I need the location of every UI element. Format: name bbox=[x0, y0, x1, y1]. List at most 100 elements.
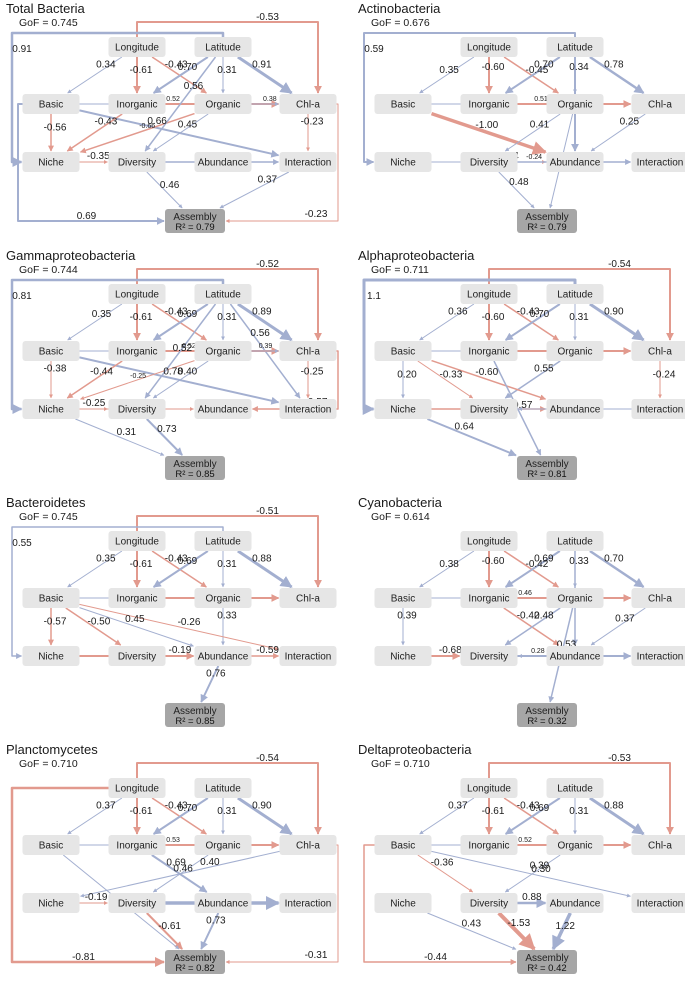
node-label: Chl-a bbox=[296, 347, 320, 358]
path-layer bbox=[10, 762, 339, 967]
path-coefficient: 0.46 bbox=[518, 590, 532, 597]
path-coefficient: -0.44 bbox=[90, 367, 113, 378]
sem-path bbox=[237, 55, 293, 95]
node-box bbox=[374, 893, 432, 913]
node-box bbox=[631, 588, 685, 608]
path-coefficient: -0.43 bbox=[95, 117, 118, 128]
node-label: Basic bbox=[391, 347, 415, 358]
path-coefficient: 0.69 bbox=[534, 553, 554, 564]
node-label: Basic bbox=[39, 347, 63, 358]
node-box bbox=[460, 284, 518, 304]
node-label: Inorganic bbox=[116, 347, 157, 358]
path-coefficient: 0.45 bbox=[178, 120, 198, 131]
path-coefficient: 0.35 bbox=[439, 65, 459, 76]
node-label: Abundance bbox=[198, 405, 249, 416]
path-coefficient: -0.23 bbox=[301, 117, 324, 128]
node-label: Interaction bbox=[637, 158, 684, 169]
path-coefficient: -0.61 bbox=[482, 806, 505, 817]
node-box bbox=[279, 835, 337, 855]
node-label: Niche bbox=[38, 899, 64, 910]
path-coefficient: -0.35 bbox=[87, 151, 110, 162]
node-label: Latitude bbox=[205, 784, 241, 795]
path-coefficient: -0.56 bbox=[44, 123, 67, 134]
node-box bbox=[165, 456, 225, 480]
node-label: Niche bbox=[38, 405, 64, 416]
path-coefficient: 0.55 bbox=[534, 364, 554, 375]
node-box bbox=[517, 950, 577, 974]
node-box bbox=[194, 37, 252, 57]
node-label: Interaction bbox=[637, 405, 684, 416]
sem-path bbox=[589, 55, 645, 95]
gof-value: GoF = 0.744 bbox=[19, 264, 78, 276]
node-label: Organic bbox=[557, 347, 592, 358]
node-label: Interaction bbox=[285, 405, 332, 416]
path-coefficient: 1.22 bbox=[555, 921, 575, 932]
path-coefficient: 0.31 bbox=[217, 312, 237, 323]
path-coefficient: -0.19 bbox=[169, 645, 192, 656]
sem-path bbox=[504, 113, 561, 152]
sem-path bbox=[66, 113, 123, 152]
node-label: Diversity bbox=[470, 158, 508, 169]
node-label: Chl-a bbox=[648, 100, 672, 111]
node-label: Organic bbox=[557, 100, 592, 111]
path-coefficient: -0.61 bbox=[130, 559, 153, 570]
path-coefficient: 0.56 bbox=[184, 81, 204, 92]
path-coefficient: 0.39 bbox=[259, 343, 273, 350]
path-coefficient: 0.89 bbox=[252, 306, 272, 317]
path-coefficient: 0.78 bbox=[163, 367, 183, 378]
node-label: Abundance bbox=[550, 158, 601, 169]
path-coefficient: -0.23 bbox=[305, 209, 328, 220]
node-label: Interaction bbox=[285, 652, 332, 663]
gof-value: GoF = 0.614 bbox=[371, 511, 430, 523]
node-box bbox=[546, 646, 604, 666]
sem-path bbox=[504, 56, 561, 94]
path-coefficient: 0.55 bbox=[12, 538, 32, 549]
path-coefficient: -0.60 bbox=[482, 62, 505, 73]
path-coefficient: -0.38 bbox=[44, 364, 67, 375]
panel-title: Actinobacteria bbox=[358, 1, 441, 16]
path-coefficient: -0.26 bbox=[178, 617, 201, 628]
node-label: Assembly bbox=[525, 212, 568, 223]
node-box bbox=[546, 284, 604, 304]
node-label: Basic bbox=[391, 594, 415, 605]
path-coefficient: 0.69 bbox=[77, 211, 97, 222]
node-label: Latitude bbox=[557, 43, 593, 54]
sem-path bbox=[146, 418, 183, 456]
gof-value: GoF = 0.745 bbox=[19, 511, 78, 523]
node-box bbox=[631, 94, 685, 114]
node-box bbox=[631, 893, 685, 913]
sem-path bbox=[363, 844, 517, 965]
panel-title: Alphaproteobacteria bbox=[358, 248, 475, 263]
node-label: Chl-a bbox=[648, 594, 672, 605]
path-coefficient: 0.66 bbox=[147, 116, 167, 127]
node-box bbox=[460, 399, 518, 419]
r2-value: R² = 0.42 bbox=[527, 963, 566, 974]
node-label: Basic bbox=[39, 594, 63, 605]
node-label: Chl-a bbox=[296, 594, 320, 605]
node-label: Organic bbox=[205, 841, 240, 852]
path-coefficient: 0.51 bbox=[534, 96, 548, 103]
node-box bbox=[374, 152, 432, 172]
path-coefficient: -0.42 bbox=[526, 559, 549, 570]
sem-path bbox=[152, 360, 209, 399]
node-label: Longitude bbox=[467, 43, 511, 54]
node-box bbox=[194, 835, 252, 855]
node-box bbox=[22, 835, 80, 855]
path-coefficient: -0.53 bbox=[608, 753, 631, 764]
node-label: Abundance bbox=[550, 652, 601, 663]
node-box bbox=[22, 588, 80, 608]
sem-path bbox=[75, 418, 165, 456]
node-box bbox=[517, 209, 577, 233]
node-box bbox=[546, 152, 604, 172]
sem-path bbox=[225, 844, 339, 964]
path-layer bbox=[10, 21, 339, 225]
path-coefficient: -0.44 bbox=[424, 952, 447, 963]
node-label: Assembly bbox=[173, 212, 216, 223]
sem-path bbox=[67, 797, 123, 835]
path-coefficient: 0.40 bbox=[200, 857, 220, 868]
